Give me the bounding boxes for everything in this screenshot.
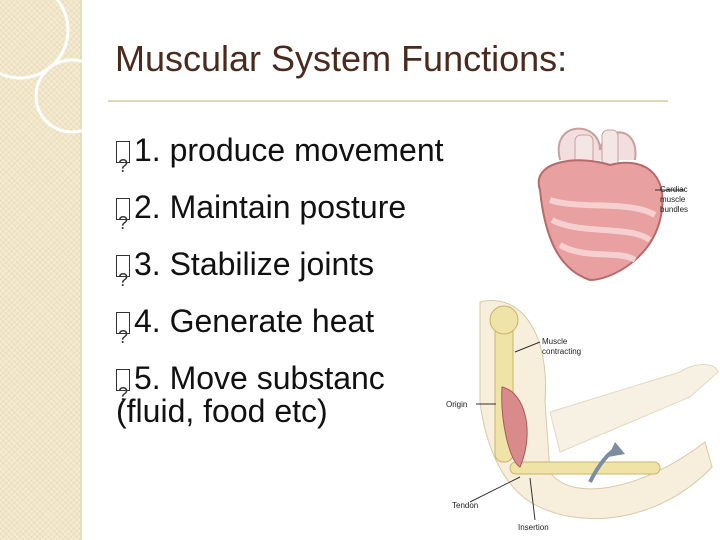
muscle-label-1: Muscle — [542, 337, 568, 346]
muscle-label-2: contracting — [542, 347, 581, 356]
missing-glyph-icon — [116, 195, 130, 252]
missing-glyph-icon — [116, 366, 130, 423]
function-list: 1. produce movement 2. Maintain posture … — [116, 122, 444, 423]
origin-label: Origin — [446, 400, 467, 409]
list-item: 4. Generate heat — [116, 293, 444, 366]
sidebar-divider — [80, 0, 82, 540]
cardiac-label-2: muscle — [660, 195, 686, 204]
cardiac-label-3: bundles — [660, 205, 688, 214]
list-item: 3. Stabilize joints — [116, 236, 444, 309]
list-continuation: (fluid, food etc) — [116, 393, 328, 429]
cardiac-muscle-illustration: Cardiac muscle bundles — [537, 127, 688, 282]
decorative-sidebar — [0, 0, 80, 540]
cardiac-label-1: Cardiac — [660, 185, 688, 194]
tendon-label: Tendon — [452, 501, 478, 510]
title-underline — [108, 100, 668, 102]
list-item: 2. Maintain posture — [116, 179, 444, 252]
missing-glyph-icon — [116, 252, 130, 309]
list-item: 1. produce movement — [116, 122, 444, 195]
missing-glyph-icon — [116, 309, 130, 366]
missing-glyph-icon — [116, 138, 130, 195]
decorative-circles — [0, 0, 110, 134]
insertion-label: Insertion — [518, 523, 549, 532]
arm-muscle-illustration: Muscle contracting Origin Tendon Inserti… — [446, 300, 719, 532]
slide-title: Muscular System Functions: — [115, 38, 568, 79]
list-item: 5. Move substanc — [116, 350, 444, 423]
